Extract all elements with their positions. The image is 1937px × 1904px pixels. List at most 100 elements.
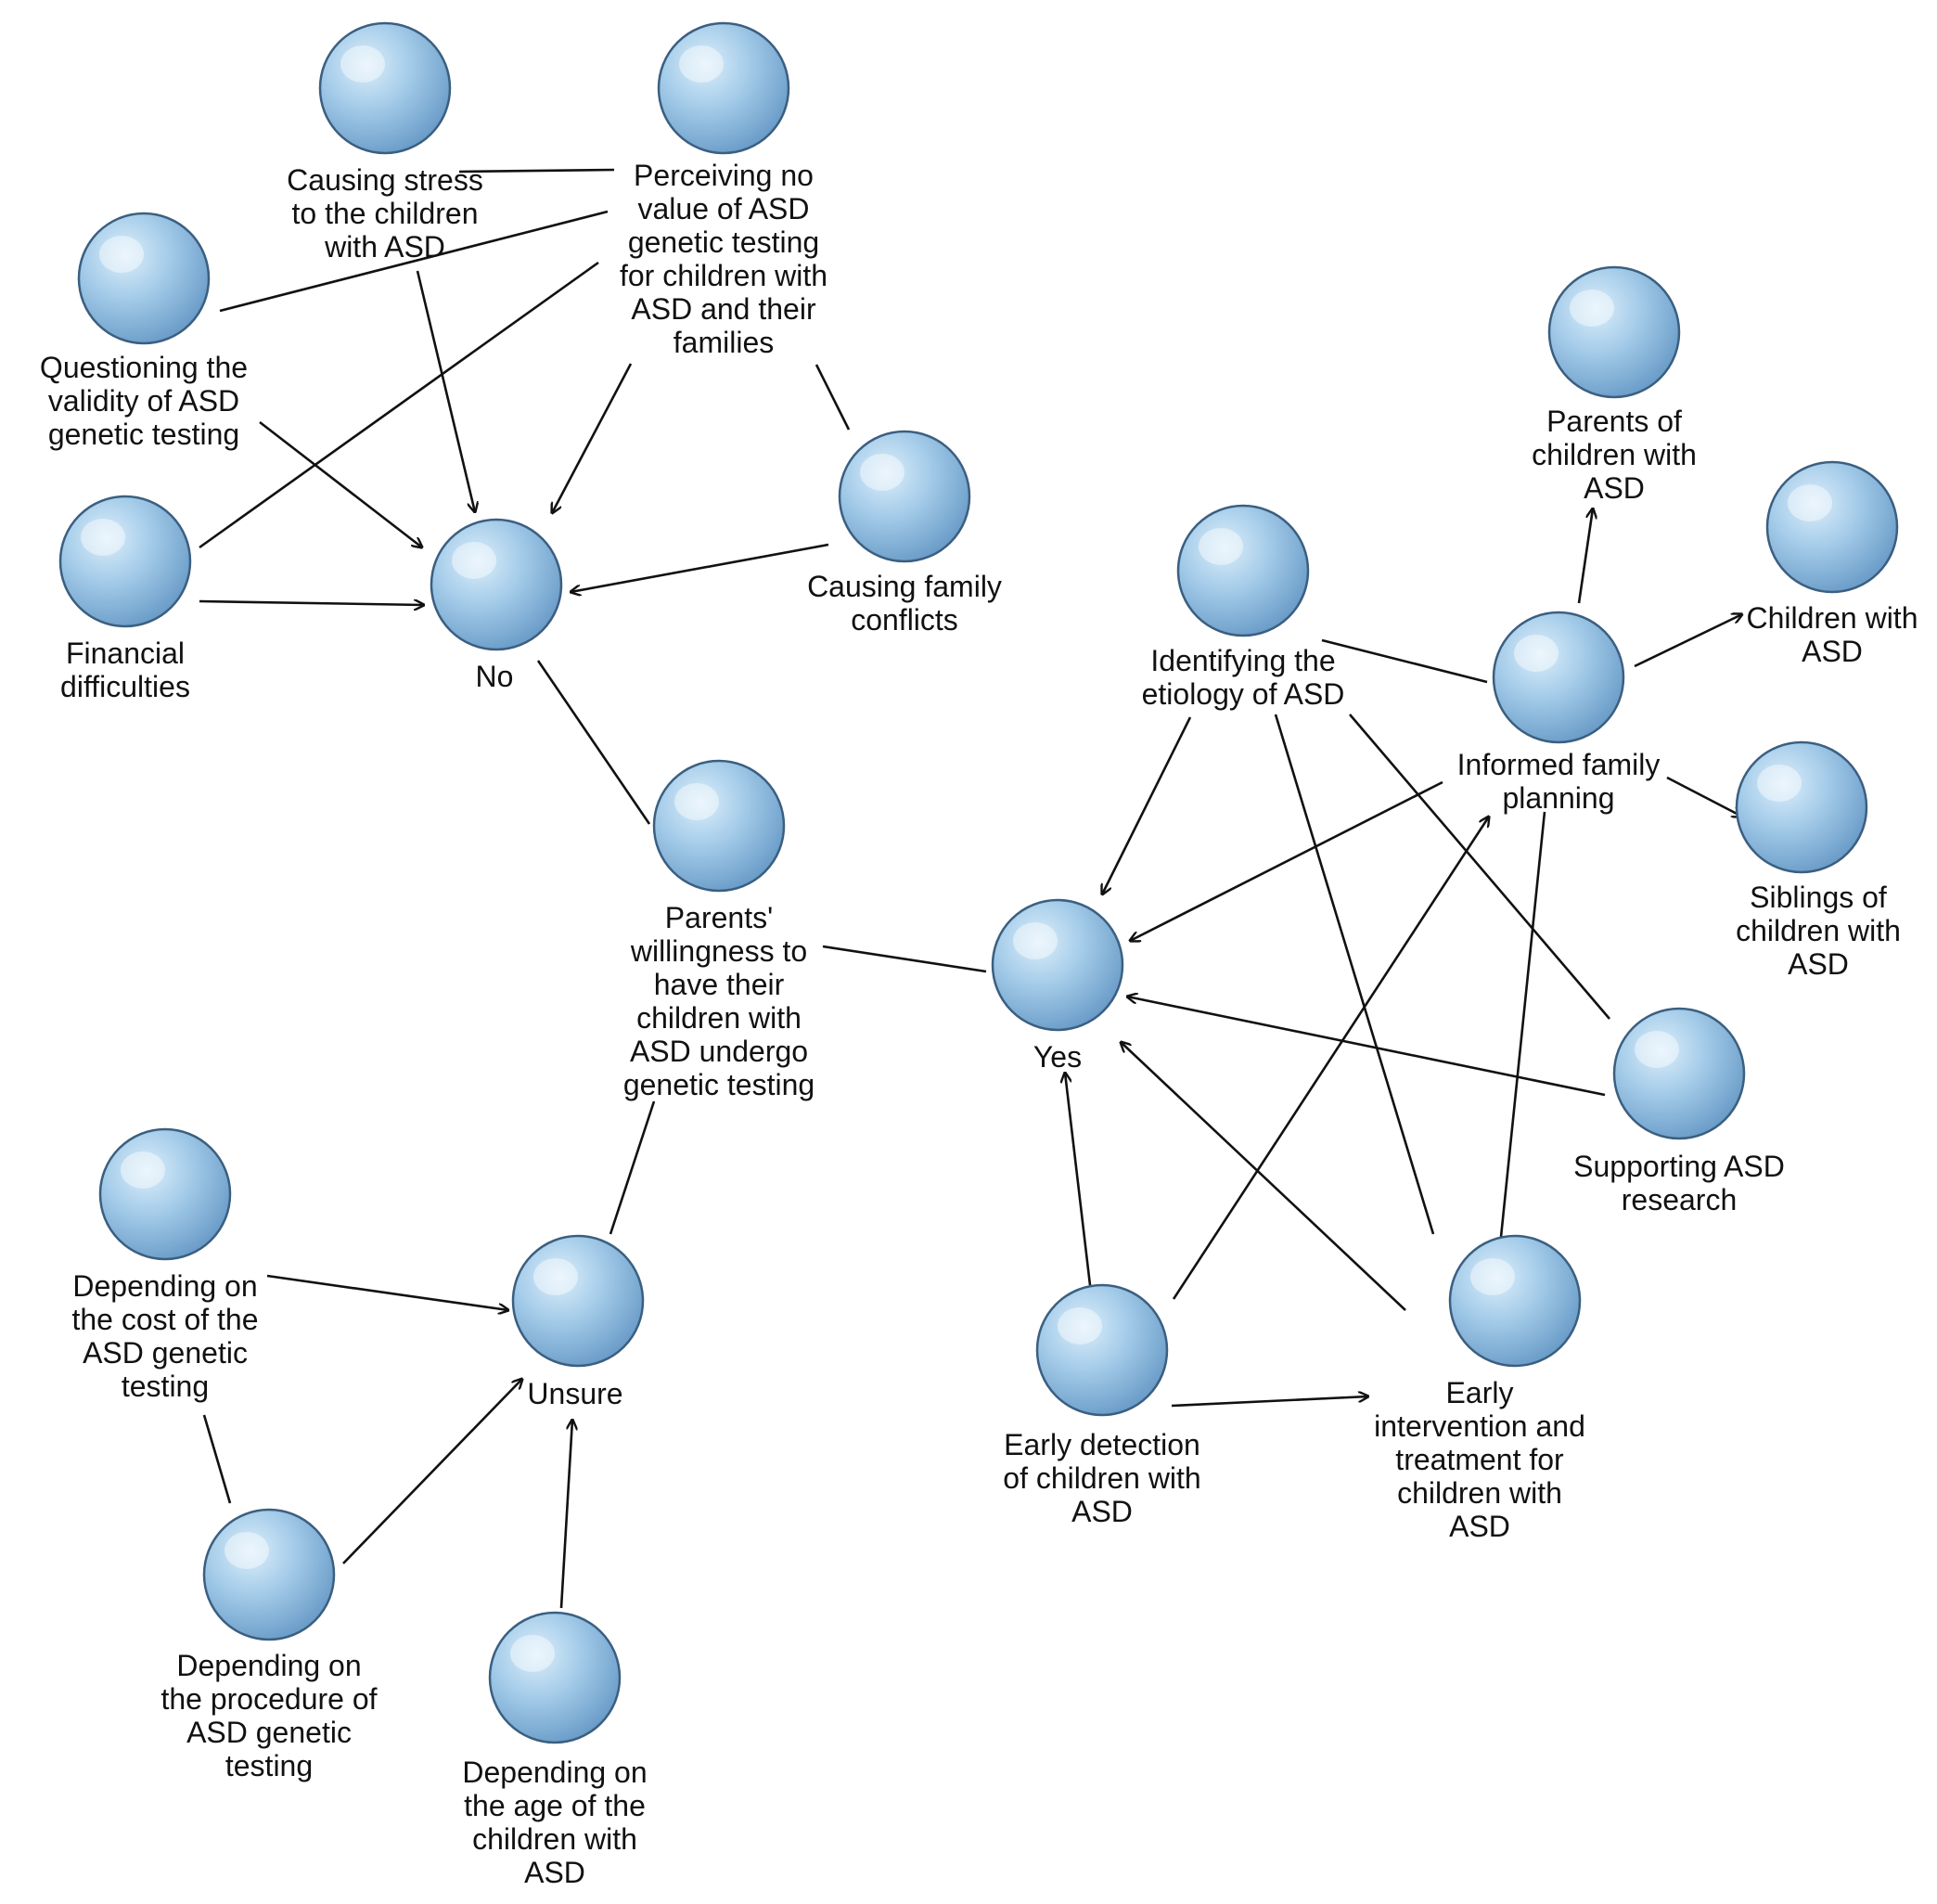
node-label-line: Informed family (1457, 748, 1661, 781)
node-label-line: to the children (291, 197, 478, 230)
node-label-line: ASD (524, 1856, 585, 1889)
node-label-line: testing (122, 1370, 209, 1403)
node-highlight-parents-of-children (1570, 289, 1614, 327)
node-label-line: difficulties (60, 670, 190, 703)
node-label-line: ASD (1071, 1495, 1133, 1528)
node-sphere-parents-willingness (652, 759, 786, 893)
node-label-line: ASD (1584, 471, 1645, 505)
node-label-line: intervention and (1374, 1409, 1585, 1443)
edges-layer (199, 168, 1742, 1609)
node-label-line: with ASD (324, 230, 445, 264)
node-label-line: families (673, 326, 774, 359)
edge-perceiving-no-value-to-no (552, 363, 633, 513)
node-label-line: genetic testing (628, 225, 819, 259)
node-label-line: Yes (1033, 1040, 1082, 1074)
edge-informed-planning-to-parents-of-children (1577, 508, 1593, 604)
node-label-line: children with (1532, 438, 1697, 471)
edge-early-detection-to-early-intervention (1171, 1396, 1368, 1408)
edge-no-to-parents-willingness (536, 660, 651, 825)
node-sphere-questioning-validity (77, 212, 211, 345)
node-label-line: of children with (1003, 1461, 1200, 1495)
node-highlight-informed-planning (1514, 635, 1559, 672)
edge-causing-conflicts-to-no (571, 543, 829, 592)
node-label-line: Supporting ASD (1573, 1150, 1785, 1183)
node-label-line: ASD and their (631, 292, 816, 326)
node-label-line: research (1622, 1183, 1738, 1216)
edge-parents-willingness-to-yes (822, 945, 987, 973)
node-sphere-unsure (511, 1234, 645, 1368)
node-highlight-financial (81, 519, 125, 556)
edge-questioning-validity-to-perceiving-no-value (219, 210, 609, 313)
node-highlight-no (452, 542, 496, 579)
node-label-line: Parents of (1546, 405, 1682, 438)
node-sphere-financial (58, 495, 192, 628)
node-highlight-causing-stress (340, 45, 385, 83)
node-unsure: Unsure (511, 1234, 645, 1410)
node-label-unsure: Unsure (527, 1377, 622, 1410)
node-highlight-identifying-etiology (1199, 528, 1243, 565)
node-highlight-siblings (1757, 765, 1802, 802)
node-label-line: have their (654, 968, 785, 1001)
node-label-line: Questioning the (40, 351, 248, 384)
edge-identifying-etiology-to-informed-planning (1321, 638, 1488, 684)
node-highlight-questioning-validity (99, 236, 144, 273)
node-label-line: ASD genetic (83, 1336, 248, 1370)
node-label-line: willingness to (630, 934, 807, 968)
node-label-line: Identifying the (1150, 644, 1335, 677)
node-label-line: the age of the (464, 1789, 646, 1822)
node-no: No (430, 518, 563, 693)
node-label-line: planning (1503, 781, 1615, 815)
node-label-line: Early (1446, 1376, 1514, 1409)
edge-early-intervention-to-yes (1121, 1042, 1406, 1311)
node-label-line: children with (1736, 914, 1901, 947)
edge-informed-planning-to-siblings (1666, 776, 1742, 817)
node-highlight-parents-willingness (674, 783, 719, 820)
node-sphere-children-with-asd (1765, 460, 1899, 594)
node-sphere-depending-age (488, 1611, 622, 1744)
node-label-line: Siblings of (1750, 881, 1887, 914)
node-label-line: etiology of ASD (1142, 677, 1345, 711)
edge-informed-planning-to-children-with-asd (1634, 614, 1742, 668)
node-label-line: ASD (1788, 947, 1849, 981)
node-highlight-yes (1013, 922, 1058, 959)
node-label-line: ASD undergo (630, 1035, 808, 1068)
edge-financial-to-perceiving-no-value (199, 261, 599, 549)
node-label-line: Parents' (665, 901, 773, 934)
node-label-line: children with (472, 1822, 637, 1856)
node-label-line: Depending on (462, 1756, 647, 1789)
node-highlight-perceiving-no-value (679, 45, 724, 83)
node-highlight-causing-conflicts (860, 454, 904, 491)
node-label-line: Causing stress (287, 163, 483, 197)
node-yes: Yes (991, 898, 1124, 1074)
edge-depending-cost-to-depending-procedure (202, 1414, 232, 1504)
node-label-line: children with (636, 1001, 802, 1035)
node-label-line: for children with (620, 259, 827, 292)
edge-identifying-etiology-to-yes (1102, 716, 1192, 894)
node-label-line: ASD (1802, 635, 1863, 668)
node-highlight-children-with-asd (1788, 484, 1832, 521)
node-sphere-early-detection (1035, 1283, 1169, 1417)
node-highlight-unsure (533, 1258, 578, 1295)
node-label-line: treatment for (1395, 1443, 1564, 1476)
node-highlight-depending-procedure (224, 1532, 269, 1569)
